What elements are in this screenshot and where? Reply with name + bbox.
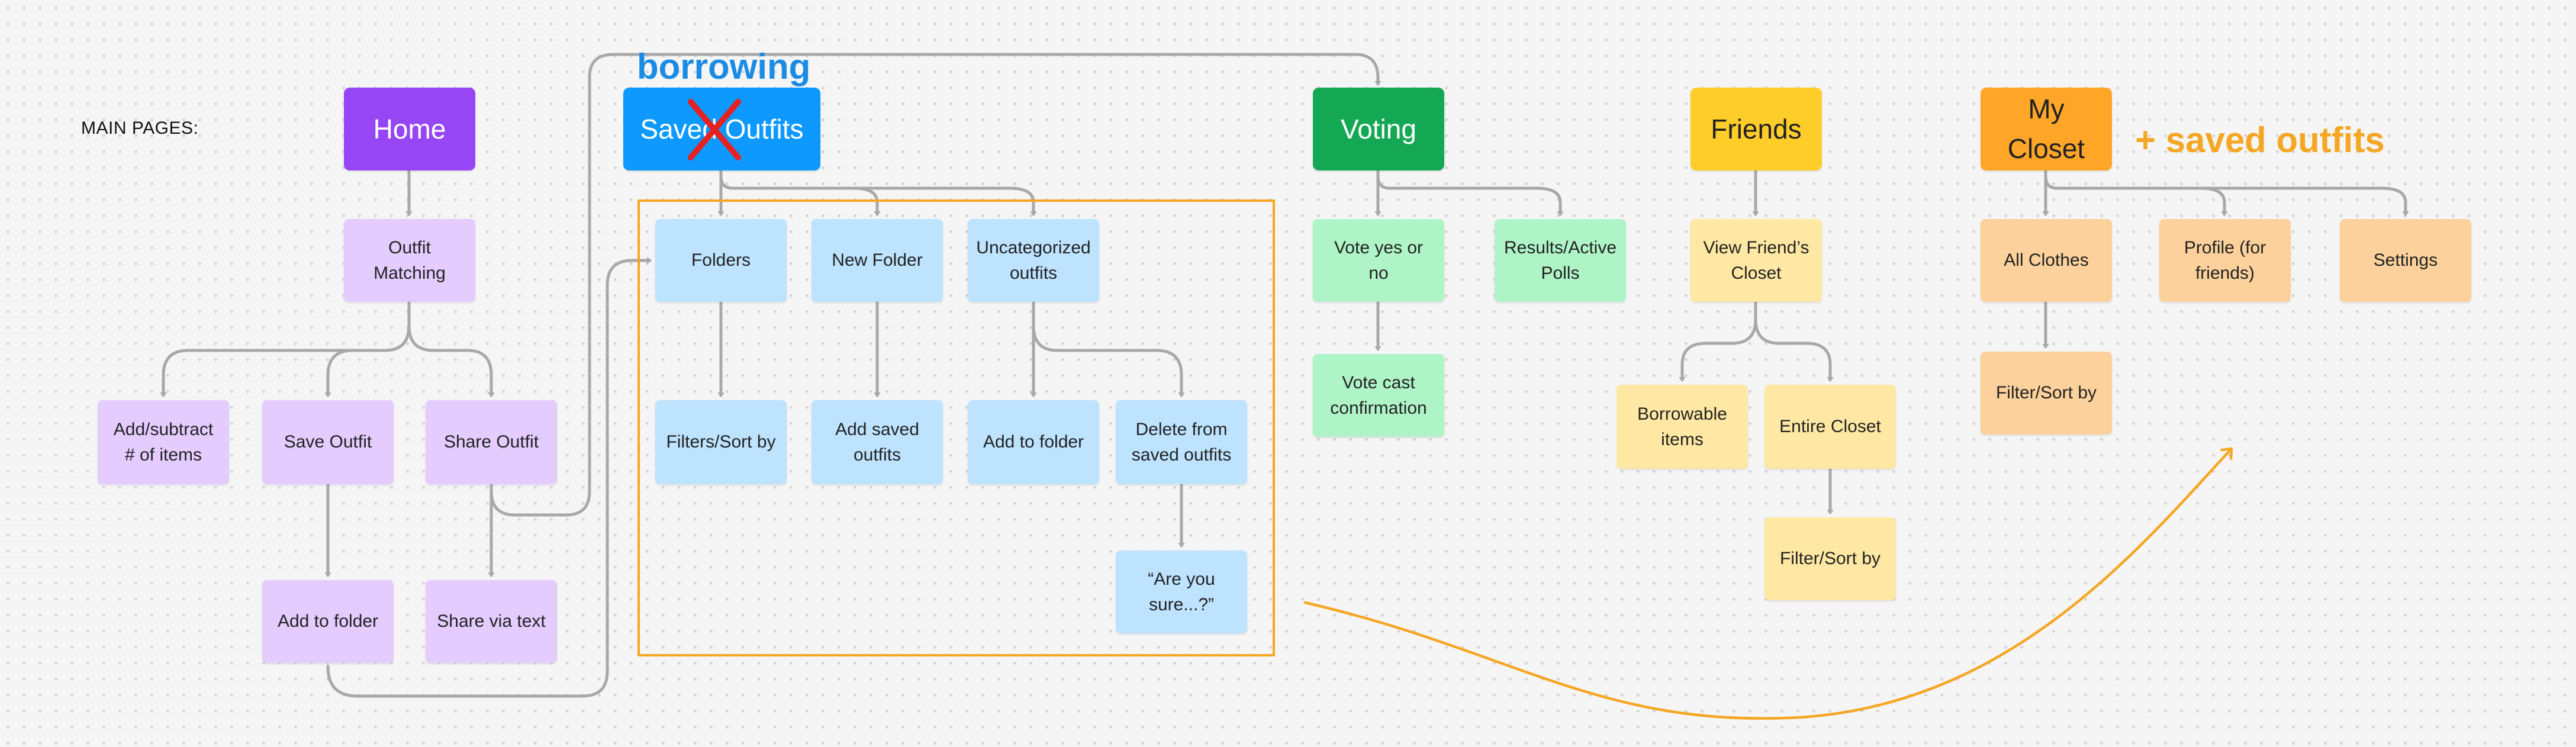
uncategorized-outfits-node[interactable]: Uncategorized outfits	[968, 219, 1099, 302]
are-you-sure-node[interactable]: “Are you sure...?”	[1116, 550, 1247, 633]
home-header[interactable]: Home	[344, 88, 475, 170]
orange-curved-arrow	[1303, 447, 2233, 720]
saved-outfits-header[interactable]: Saved Outfits	[623, 88, 820, 170]
borrowing-annotation: borrowing	[637, 47, 811, 86]
closet-filter-sort-node[interactable]: Filter/Sort by	[1981, 352, 2112, 434]
connector-closet-to-settings	[2044, 169, 2406, 216]
vote-cast-confirmation-node[interactable]: Vote cast confirmation	[1313, 354, 1444, 437]
connector-view-to-borrowable	[1682, 300, 1757, 382]
share-outfit-node[interactable]: Share Outfit	[426, 400, 557, 484]
connector-share-to-voting	[490, 53, 1378, 517]
connector-view-to-entire	[1754, 300, 1830, 382]
save-outfit-node[interactable]: Save Outfit	[262, 400, 394, 484]
borrowable-items-node[interactable]: Borrowable items	[1617, 385, 1748, 469]
folders-node[interactable]: Folders	[655, 219, 787, 302]
share-via-text-node[interactable]: Share via text	[426, 580, 557, 663]
all-clothes-node[interactable]: All Clothes	[1981, 219, 2112, 302]
profile-for-friends-node[interactable]: Profile (for friends)	[2159, 219, 2291, 302]
filters-sort-node[interactable]: Filters/Sort by	[655, 400, 787, 484]
saved-outfits-annotation: + saved outfits	[2135, 120, 2385, 160]
connector-saved-to-uncategorized	[719, 169, 1033, 216]
new-folder-node[interactable]: New Folder	[812, 219, 943, 302]
view-friends-closet-node[interactable]: View Friend’s Closet	[1690, 219, 1822, 302]
connector-add-folder-to-folders	[326, 260, 652, 698]
settings-node[interactable]: Settings	[2340, 219, 2471, 302]
my-closet-header[interactable]: My Closet	[1981, 88, 2112, 170]
results-active-polls-node[interactable]: Results/Active Polls	[1495, 219, 1626, 302]
connector-voting-to-results	[1376, 169, 1560, 216]
connector-closet-to-profile	[2044, 169, 2224, 216]
saved-add-to-folder-node[interactable]: Add to folder	[968, 400, 1099, 484]
voting-header[interactable]: Voting	[1313, 88, 1444, 170]
connector-matching-to-share-outfit	[407, 300, 491, 397]
vote-yes-no-node[interactable]: Vote yes or no	[1313, 219, 1444, 302]
add-saved-outfits-node[interactable]: Add saved outfits	[812, 400, 943, 484]
connector-uncategorized-to-delete	[1032, 300, 1181, 397]
add-subtract-items-node[interactable]: Add/subtract # of items	[98, 400, 229, 484]
friends-header[interactable]: Friends	[1690, 88, 1822, 170]
saved-outfits-group-outline	[637, 199, 1275, 656]
friends-filter-sort-node[interactable]: Filter/Sort by	[1764, 517, 1896, 600]
connector-matching-to-add-subtract	[163, 300, 411, 397]
strike-x-icon	[688, 99, 741, 160]
connector-matching-to-save-outfit	[328, 300, 411, 397]
main-pages-label: MAIN PAGES:	[81, 118, 199, 138]
add-to-folder-node[interactable]: Add to folder	[262, 580, 394, 663]
delete-saved-outfits-node[interactable]: Delete from saved outfits	[1116, 400, 1247, 484]
outfit-matching-node[interactable]: Outfit Matching	[344, 219, 475, 302]
entire-closet-node[interactable]: Entire Closet	[1764, 385, 1896, 469]
